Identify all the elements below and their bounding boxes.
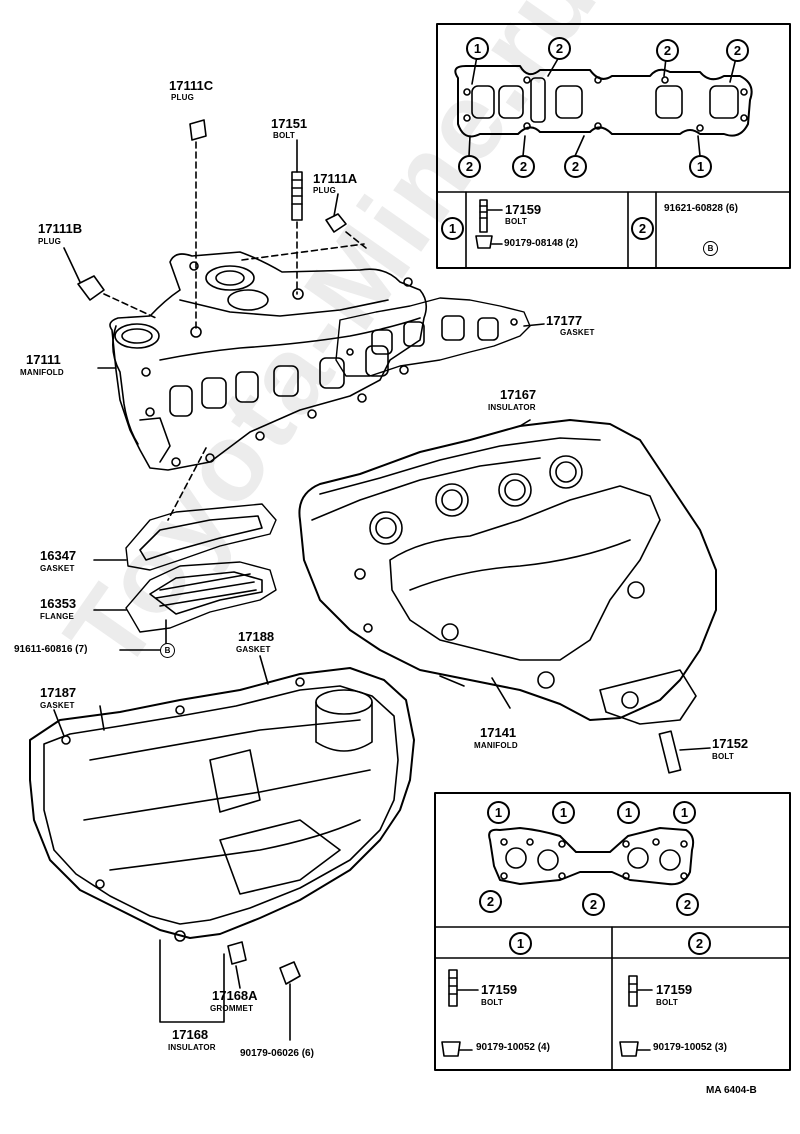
legend-nut-number: 90179-08148 (2) — [504, 238, 578, 249]
col2-nut-number: 90179-10052 (3) — [653, 1042, 727, 1053]
bolt-type-b-icon: B — [160, 643, 175, 658]
part-name-17151: BOLT — [273, 131, 295, 140]
callout-1: 1 — [466, 37, 489, 60]
part-name-17111C: PLUG — [171, 93, 195, 102]
part-name-17141: MANIFOLD — [474, 741, 518, 750]
part-number-17167: 17167 — [500, 387, 537, 402]
column-header-2: 2 — [688, 932, 711, 955]
callout-1: 1 — [673, 801, 696, 824]
column-header-1: 1 — [509, 932, 532, 955]
legend-stud-number: 91621-60828 (6) — [664, 203, 738, 214]
callout-2: 2 — [512, 155, 535, 178]
part-name-17168: INSULATOR — [168, 1043, 216, 1052]
part-name-17168A: GROMMET — [210, 1004, 254, 1013]
part-number-17141: 17141 — [480, 725, 517, 740]
part-name-16347: GASKET — [40, 564, 75, 573]
diagram-code: MA 6404-B — [706, 1085, 757, 1096]
bottom-detail-box — [434, 792, 791, 1071]
part-name-17111A: PLUG — [313, 186, 337, 195]
callout-2: 2 — [458, 155, 481, 178]
legend-callout-2: 2 — [631, 217, 654, 240]
part-number-17168: 17168 — [172, 1027, 209, 1042]
part-number-17151: 17151 — [271, 116, 308, 131]
part-name-17167: INSULATOR — [488, 403, 536, 412]
part-number-17188: 17188 — [238, 629, 275, 644]
part-number-17111A: 17111A — [313, 171, 358, 186]
part-number-91611: 91611-60816 (7) — [14, 644, 88, 655]
part-name-17111: MANIFOLD — [20, 368, 64, 377]
part-number-17168A: 17168A — [212, 988, 258, 1003]
top-detail-box — [436, 23, 791, 269]
col2-bolt-name: BOLT — [656, 998, 678, 1007]
intake-gasket — [335, 297, 545, 377]
callout-2: 2 — [564, 155, 587, 178]
part-name-17187: GASKET — [40, 701, 75, 710]
part-name-17177: GASKET — [560, 328, 595, 337]
col1-bolt-number: 17159 — [481, 982, 518, 997]
col1-bolt-name: BOLT — [481, 998, 503, 1007]
callout-1: 1 — [552, 801, 575, 824]
callout-1: 1 — [617, 801, 640, 824]
part-number-17177: 17177 — [546, 313, 583, 328]
part-number-17152: 17152 — [712, 736, 749, 751]
lower-heat-insulator — [29, 655, 415, 942]
stud-type-b-icon: B — [703, 241, 718, 256]
legend-callout-1: 1 — [441, 217, 464, 240]
part-number-17187: 17187 — [40, 685, 77, 700]
part-number-17111: 17111 — [26, 352, 61, 367]
intake-manifold — [109, 251, 428, 471]
part-number-16353: 16353 — [40, 596, 77, 611]
callout-2: 2 — [726, 39, 749, 62]
callout-2: 2 — [676, 893, 699, 916]
gasket-and-flange — [125, 503, 277, 645]
exhaust-manifold-assembly — [298, 419, 717, 725]
part-number-17111B: 17111B — [38, 221, 83, 236]
callout-1: 1 — [689, 155, 712, 178]
callout-2: 2 — [582, 893, 605, 916]
callout-2: 2 — [656, 39, 679, 62]
part-name-17188: GASKET — [236, 645, 271, 654]
legend-bolt-number: 17159 — [505, 202, 542, 217]
part-number-16347: 16347 — [40, 548, 77, 563]
part-name-17111B: PLUG — [38, 237, 62, 246]
part-name-17152: BOLT — [712, 752, 734, 761]
col1-nut-number: 90179-10052 (4) — [476, 1042, 550, 1053]
part-number-17111C: 17111C — [169, 78, 214, 93]
legend-bolt-name: BOLT — [505, 217, 527, 226]
small-fasteners — [53, 119, 711, 1041]
callout-1: 1 — [487, 801, 510, 824]
part-number-90179-06026: 90179-06026 (6) — [240, 1048, 314, 1059]
callout-2: 2 — [479, 890, 502, 913]
col2-bolt-number: 17159 — [656, 982, 693, 997]
callout-2: 2 — [548, 37, 571, 60]
part-name-16353: FLANGE — [40, 612, 75, 621]
